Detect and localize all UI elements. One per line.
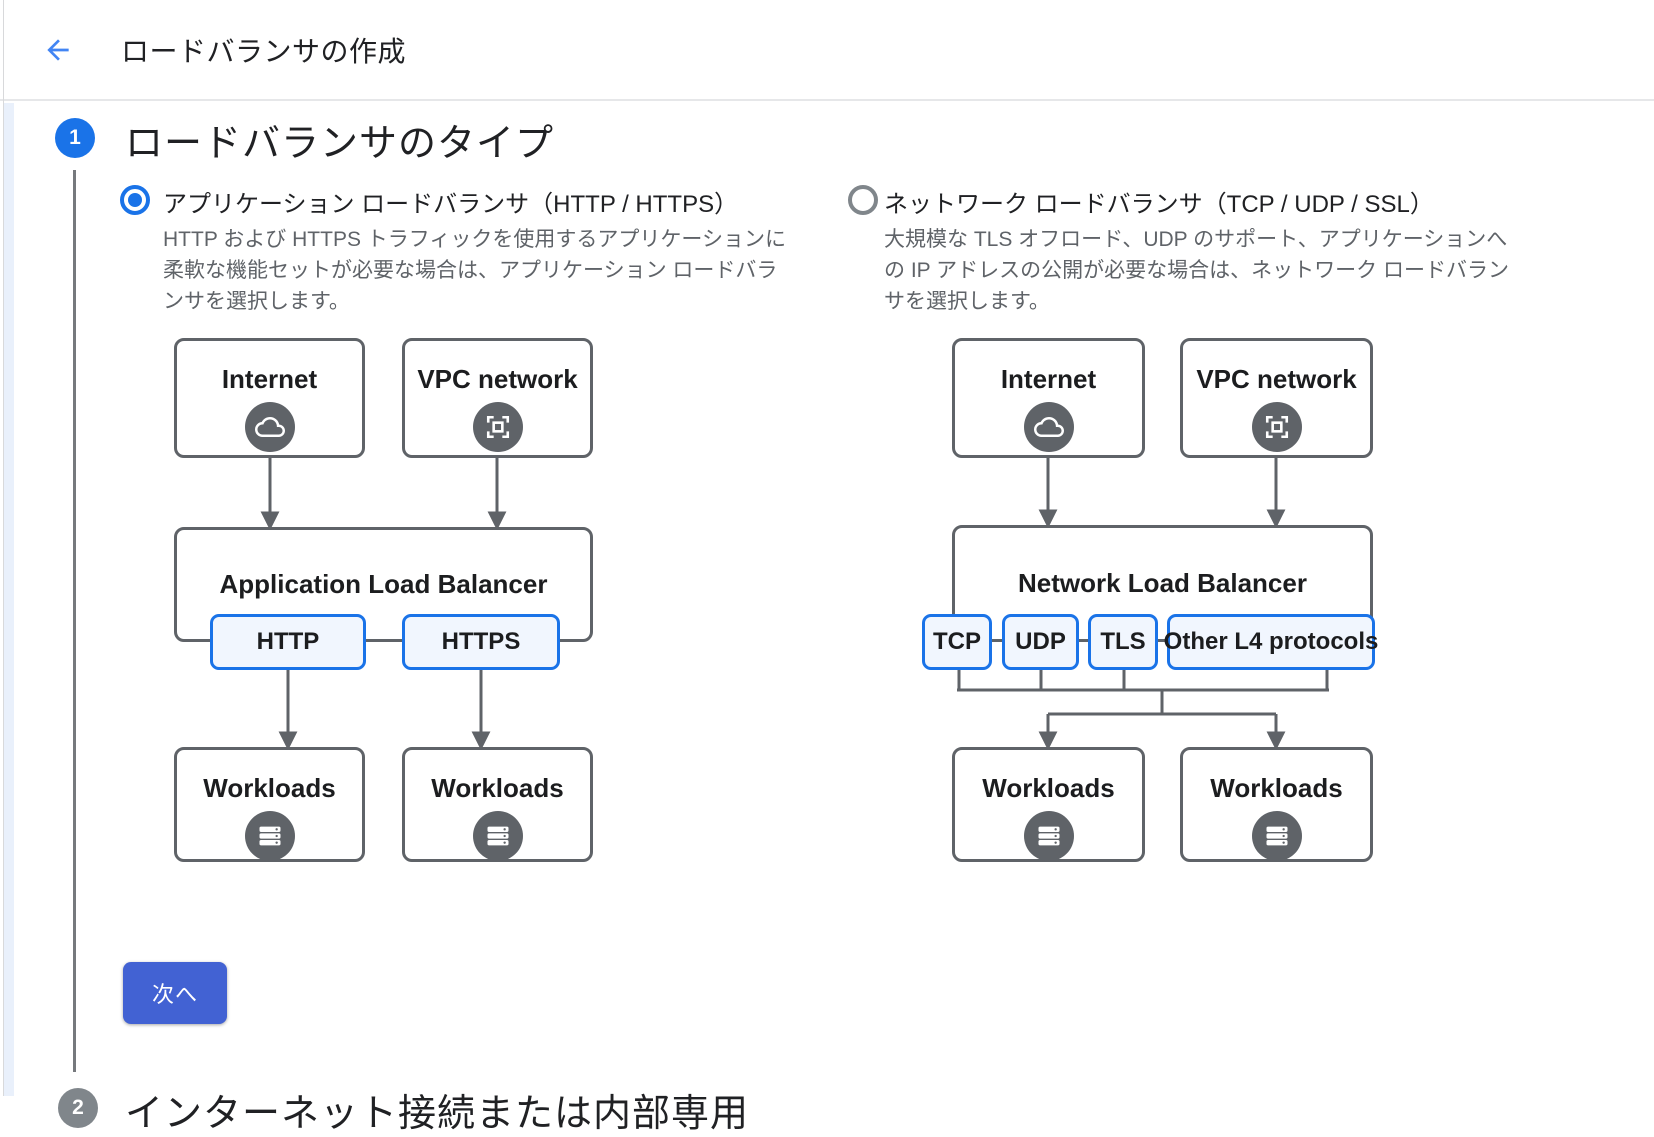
workloads-icon — [1251, 811, 1302, 861]
option-label-network-lb[interactable]: ネットワーク ロードバランサ（TCP / UDP / SSL） — [884, 191, 1434, 218]
application-lb-diagram: Internet VPC network Application Load Ba… — [174, 338, 593, 862]
network-lb-diagram: Internet VPC network Network Load Balanc… — [922, 338, 1378, 862]
https-chip: HTTPS — [402, 614, 560, 670]
page-header: ロードバランサの作成 — [0, 0, 1654, 101]
arrow-left-icon — [42, 34, 74, 66]
workloads-node: Workloads — [174, 747, 365, 862]
tcp-chip: TCP — [922, 614, 992, 670]
internet-node: Internet — [174, 338, 365, 458]
radio-network-load-balancer[interactable] — [848, 185, 878, 215]
step-2-title[interactable]: インターネット接続または内部専用 — [125, 1093, 750, 1135]
left-accent-strip — [4, 103, 14, 1096]
workloads-node: Workloads — [952, 747, 1145, 862]
workloads-icon — [244, 811, 295, 861]
tls-chip: TLS — [1088, 614, 1158, 670]
workloads-node: Workloads — [402, 747, 593, 862]
step-1-title[interactable]: ロードバランサのタイプ — [125, 123, 555, 165]
workloads-icon — [1023, 811, 1074, 861]
workloads-node: Workloads — [1180, 747, 1373, 862]
workloads-icon — [472, 811, 523, 861]
vpc-network-icon — [472, 402, 523, 452]
page-title: ロードバランサの作成 — [121, 35, 407, 67]
option-description-application-lb: HTTP および HTTPS トラフィックを使用するアプリケーションに柔軟な機能… — [163, 228, 786, 313]
stepper-connector-line — [73, 170, 76, 1072]
option-description-network-lb: 大規模な TLS オフロード、UDP のサポート、アプリケーションへの IP ア… — [884, 228, 1509, 313]
vpc-network-icon — [1251, 402, 1302, 452]
udp-chip: UDP — [1002, 614, 1079, 670]
other-l4-protocols-chip: Other L4 protocols — [1164, 614, 1378, 670]
next-button[interactable]: 次へ — [123, 962, 227, 1024]
vpc-network-node: VPC network — [402, 338, 593, 458]
back-button[interactable] — [40, 32, 76, 68]
vpc-network-node: VPC network — [1180, 338, 1373, 458]
option-label-application-lb[interactable]: アプリケーション ロードバランサ（HTTP / HTTPS） — [163, 191, 739, 218]
step-1-indicator: 1 — [55, 118, 95, 158]
http-chip: HTTP — [210, 614, 366, 670]
step-2-indicator: 2 — [58, 1088, 98, 1128]
cloud-icon — [1023, 402, 1074, 452]
internet-node: Internet — [952, 338, 1145, 458]
window-left-border — [3, 0, 4, 1096]
cloud-icon — [244, 402, 295, 452]
radio-application-load-balancer[interactable] — [120, 185, 150, 215]
